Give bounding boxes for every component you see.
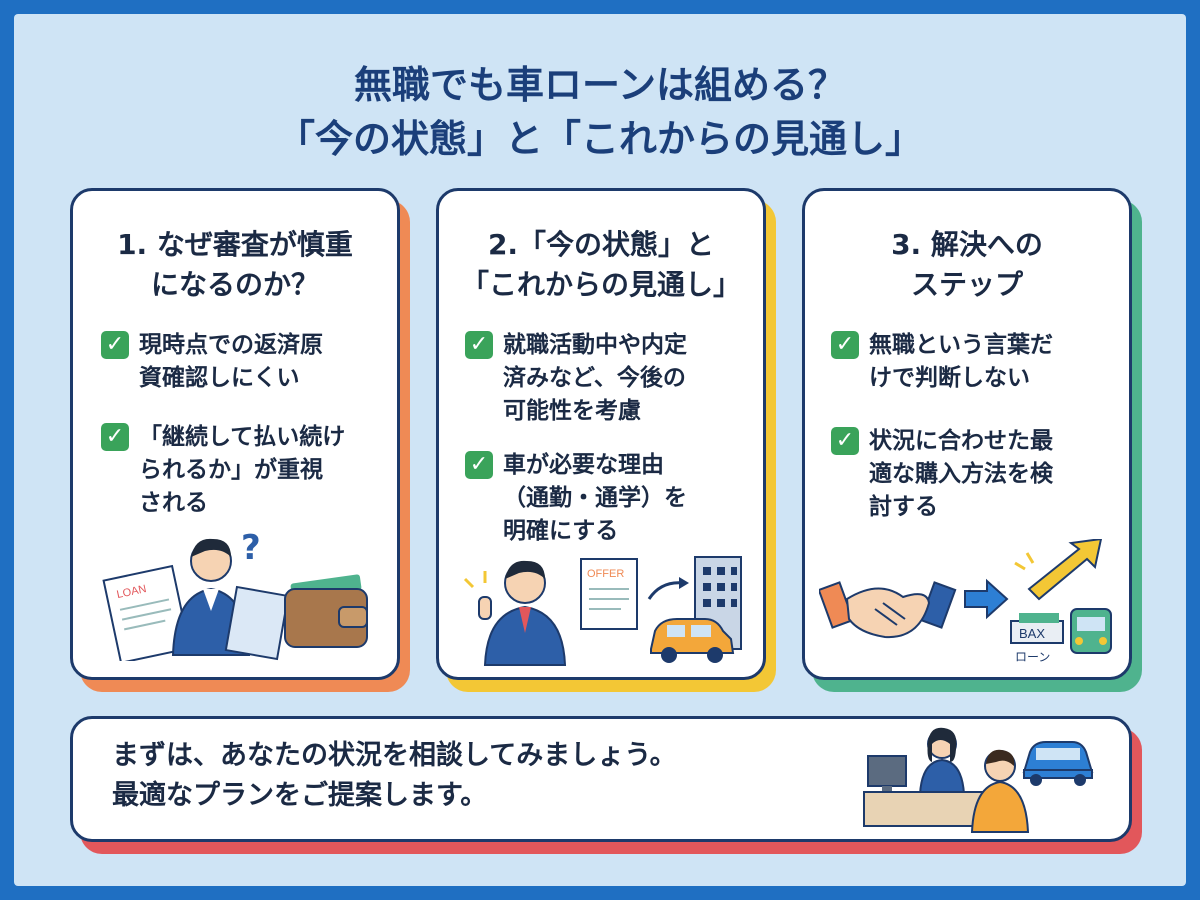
card3-item2-line1: 状況に合わせた最 [869,428,1053,454]
question-mark-icon: ? [241,531,261,568]
card3-item2: 状況に合わせた最 適な購入方法を検 討する [869,425,1099,524]
banner-line1: まずは、あなたの状況を相談してみましょう。 [112,740,677,771]
card-current-and-future: 2.「今の状態」と 「これからの見通し」 ✓ 就職活動中や内定 済みなど、今後の… [436,188,766,680]
handshake-progress-illustration: BAX ローン [819,539,1112,664]
consultation-desk-illustration [863,727,1094,833]
monitor-icon [867,755,907,787]
right-arrow-icon [964,578,1009,620]
bax-label: BAX [1019,626,1045,641]
customer-person [970,780,1030,833]
card1-item2-line3: される [139,490,208,516]
card1-item2-line2: られるか」が重視 [139,457,323,483]
card1-heading-line1: 1. なぜ審査が慎重 [117,228,353,261]
card2-item1-line2: 済みなど、今後の [503,365,686,391]
card3-heading-line2: ステップ [910,268,1023,301]
handshake-icon [845,587,931,639]
job-offer-commute-illustration: OFFER [463,556,742,666]
businessman-with-loan-illustration: LOAN ? [102,531,368,661]
card1-item1: 現時点での返済原 資確認しにくい [139,329,369,395]
card1-item1-line2: 資確認しにくい [139,365,300,391]
page-title-line2: 「今の状態」と「これからの見通し」 [276,117,923,161]
card3-item1-line2: けで判断しない [869,365,1030,391]
card3-heading-line1: 3. 解決への [891,228,1043,261]
card1-item1-line1: 現時点での返済原 [139,332,323,358]
card2-item2-line2: （通勤・通学）を [503,485,687,511]
card2-item1: 就職活動中や内定 済みなど、今後の 可能性を考慮 [503,329,733,428]
banner-line2: 最適なプランをご提案します。 [112,780,488,811]
card1-item2: 「継続して払い続け られるか」が重視 される [139,421,369,520]
card2-heading-line1: 2.「今の状態」と [487,228,715,261]
card2-item1-line3: 可能性を考慮 [503,398,641,424]
card2-item2-line1: 車が必要な理由 [503,452,664,478]
card1-heading-line2: になるのか？ [150,268,319,301]
check-icon: ✓ [831,331,859,359]
card3-item2-line2: 適な購入方法を検 [869,461,1053,487]
page-title-line1: 無職でも車ローンは組める？ [353,63,847,107]
arrow-icon [647,581,684,600]
card2-item1-line1: 就職活動中や内定 [503,332,687,358]
card2-heading-line2: 「これからの見通し」 [460,268,741,301]
check-icon: ✓ [101,331,129,359]
check-icon: ✓ [465,331,493,359]
card3-item1: 無職という言葉だ けで判断しない [869,329,1099,395]
staff-person [918,758,966,795]
check-icon: ✓ [465,451,493,479]
card-review-reason: 1. なぜ審査が慎重 になるのか？ ✓ 現時点での返済原 資確認しにくい ✓ 「… [70,188,400,680]
loan-label-jp: ローン [1015,650,1050,664]
card2-item2: 車が必要な理由 （通勤・通学）を 明確にする [503,449,733,548]
card3-item2-line3: 討する [869,494,938,520]
card-solution-steps: 3. 解決への ステップ ✓ 無職という言葉だ けで判断しない ✓ 状況に合わせ… [802,188,1132,680]
check-icon: ✓ [101,423,129,451]
offer-document-icon [580,558,638,630]
rising-arrow-icon [1027,539,1103,601]
card3-item1-line1: 無職という言葉だ [869,332,1053,358]
check-icon: ✓ [831,427,859,455]
offer-label: OFFER [587,568,624,580]
card1-item2-line1: 「継続して払い続け [139,424,346,450]
card2-item2-line3: 明確にする [503,518,619,544]
